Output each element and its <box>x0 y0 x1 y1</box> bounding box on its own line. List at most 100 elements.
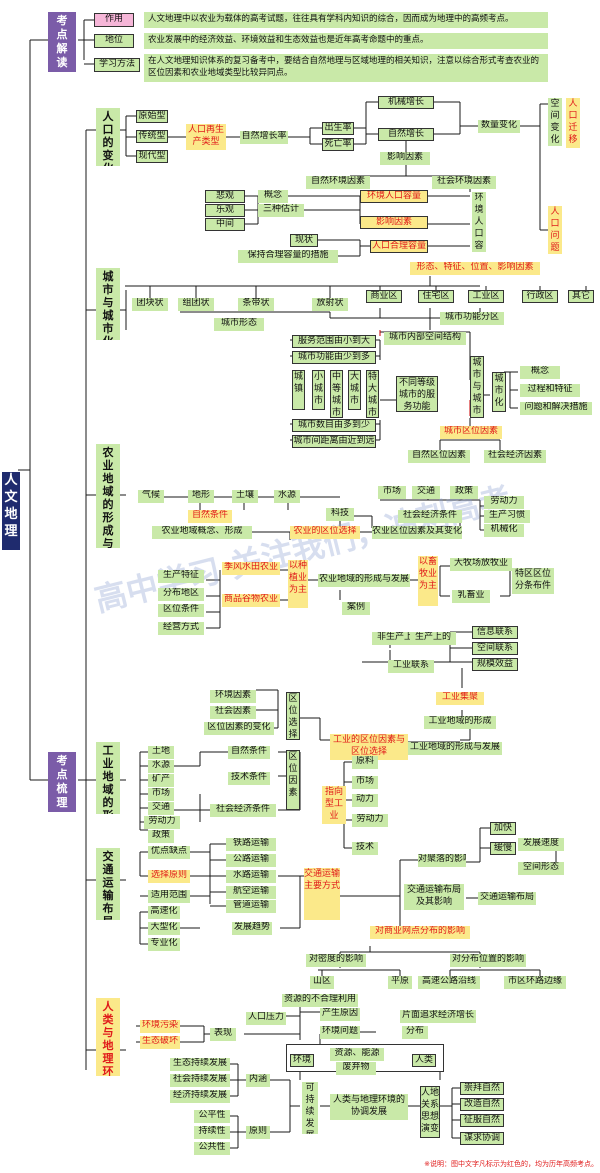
ind-factor-water: 水源 <box>148 760 174 773</box>
city-location: 城市区位因素 <box>440 426 502 439</box>
pop-death-rate: 死亡率 <box>322 138 354 151</box>
agri-concept: 农业地域概念、形成 <box>152 526 252 539</box>
pop-influence: 影响因素 <box>360 216 428 229</box>
tr-principle: 选择原则 <box>148 870 190 883</box>
pop-quantity-change: 数量变化 <box>478 120 520 133</box>
tr-plain: 平原 <box>388 976 412 989</box>
tr-slow: 缓慢 <box>490 842 516 855</box>
pop-problem: 人口问题 <box>548 206 562 254</box>
he-damage: 生态破坏 <box>140 1036 180 1049</box>
city-shape-strip: 条带状 <box>238 298 274 311</box>
he-env-issue: 环境问题 <box>320 1026 360 1039</box>
tr-mountain: 山区 <box>310 976 334 989</box>
ind-non-production: 非生产上 <box>372 632 418 645</box>
ind-orient-tech: 技术 <box>352 842 378 855</box>
pop-env-capacity: 环境人口容量 <box>360 190 428 203</box>
city-count: 城市数目由多到少 <box>292 419 376 432</box>
ind-link: 工业联系 <box>388 660 434 673</box>
tr-layout-effect: 交通运输布局及其影响 <box>404 884 464 910</box>
he-env: 环境 <box>290 1054 314 1067</box>
ind-factor-mineral: 矿产 <box>148 774 174 787</box>
pop-social-env: 社会环境因素 <box>432 176 496 189</box>
agri-natural-cond: 自然条件 <box>188 510 232 523</box>
footnote: ※说明：图中文字凡标示为红色的，均为历年高频考点。 <box>424 1160 598 1168</box>
he-pursuit: 片面追求经济增长 <box>400 1010 476 1023</box>
tr-mode-road: 公路运输 <box>226 854 276 867</box>
he-sustain-econ: 经济持续发展 <box>170 1090 230 1103</box>
city-title: 城市与城市化 <box>96 268 120 340</box>
he-sustainable: 可持续发展 <box>302 1082 318 1134</box>
he-fairness: 公平性 <box>194 1110 230 1123</box>
agri-mechanize: 机械化 <box>484 524 524 537</box>
city-form-header: 形态、特征、位置、影响因素 <box>410 262 540 275</box>
pop-natural-growth-rate: 自然增长率 <box>240 131 288 144</box>
agri-water: 水源 <box>274 490 300 503</box>
he-connotation: 内涵 <box>246 1074 270 1087</box>
pop-view-middle: 中间 <box>205 218 245 231</box>
ind-social: 社会因素 <box>210 706 256 719</box>
city-service-range: 服务范围由小到大 <box>292 335 376 348</box>
pop-reasonable-capacity: 人口合理容量 <box>370 240 428 253</box>
tr-trend: 发展趋势 <box>232 922 272 935</box>
tr-main-modes: 交通运输主要方式 <box>304 868 340 920</box>
ind-loc-choice-v: 区位选择 <box>286 692 300 740</box>
agri-feature-production: 生产特征 <box>158 570 204 583</box>
ind-loc-choice: 工业的区位因素与区位选择 <box>330 734 408 760</box>
ind-region-dev: 工业地域的形成与发展 <box>408 742 502 755</box>
city-zone-other: 其它 <box>568 290 594 303</box>
ind-social-econ: 社会经济条件 <box>210 804 276 817</box>
city-level-medium: 中等城市 <box>330 370 343 418</box>
ind-cluster: 工业集聚 <box>436 692 484 705</box>
he-resources: 资源的不合理利用 <box>282 994 358 1007</box>
tr-layout: 交通运输布局 <box>478 892 536 905</box>
agri-terrain: 地形 <box>188 490 214 503</box>
ind-oriented: 指向型工业 <box>322 786 346 824</box>
root-node: 人文地理 <box>2 472 20 550</box>
city-diff-levels: 不同等级城市的服务功能 <box>396 376 438 412</box>
pop-spatial-change: 空间变化 <box>548 98 562 146</box>
city-and-urbanization: 城市与城市化 <box>470 356 484 418</box>
ind-tech: 技术条件 <box>228 772 270 785</box>
ind-factor-market: 市场 <box>148 788 174 801</box>
he-continuity: 持续性 <box>194 1126 230 1139</box>
city-level-large: 大城市 <box>348 370 361 410</box>
city-func-zone: 城市功能分区 <box>440 312 504 325</box>
intro-label-status: 地位 <box>94 34 134 48</box>
agri-loc-choice: 农业的区位选择 <box>290 526 360 539</box>
pop-status: 现状 <box>290 234 318 247</box>
ind-change: 区位因素的变化 <box>204 722 274 735</box>
he-sustain-eco: 生态持续发展 <box>170 1058 230 1071</box>
pop-factors: 影响因素 <box>380 152 430 165</box>
agri-policy: 政策 <box>450 486 478 499</box>
ind-loc-factor-v: 区位因素 <box>286 750 300 810</box>
city-urb-concept: 概念 <box>520 366 560 379</box>
tr-scope: 适用范围 <box>148 890 190 903</box>
pop-view-pessimistic: 悲观 <box>205 190 245 203</box>
city-zone-commercial: 商业区 <box>366 290 402 303</box>
tr-highway: 高速公路沿线 <box>418 976 480 989</box>
city-inner-structure: 城市内部空间结构 <box>384 332 466 345</box>
agri-tech: 科技 <box>326 508 354 521</box>
he-root-cause: 产生原因 <box>320 1008 360 1021</box>
tr-trend-speed: 高速化 <box>148 906 180 919</box>
agri-habit: 生产习惯 <box>484 510 530 523</box>
he-show: 表现 <box>210 1028 236 1041</box>
he-stage-harmony: 谋求协调 <box>460 1132 504 1145</box>
pop-mechanical-growth: 机械增长 <box>378 96 434 109</box>
pop-natural-growth: 自然增长 <box>378 128 434 141</box>
pop-type-traditional: 传统型 <box>136 130 168 143</box>
agri-commercial: 商品谷物农业 <box>222 594 280 607</box>
tr-mode-rail: 铁路运输 <box>226 838 276 851</box>
city-shape-lump: 团块状 <box>132 298 168 311</box>
section-review: 考点梳理 <box>48 752 76 812</box>
pop-natural-env: 自然环境因素 <box>306 176 370 189</box>
he-waste: 废弃物 <box>336 1062 376 1075</box>
pop-migration: 人口迁移 <box>566 98 580 148</box>
ind-production: 生产上的 <box>410 632 456 645</box>
pop-birth-rate: 出生率 <box>322 122 354 135</box>
city-urb-process: 过程和特征 <box>520 384 580 397</box>
ind-orient-material: 原料 <box>352 756 378 769</box>
agri-market: 市场 <box>378 486 406 499</box>
intro-text-method: 在人文地理知识体系的复习备考中，要结合自然地理与区域地理的相关知识，注意以综合形… <box>144 54 548 82</box>
